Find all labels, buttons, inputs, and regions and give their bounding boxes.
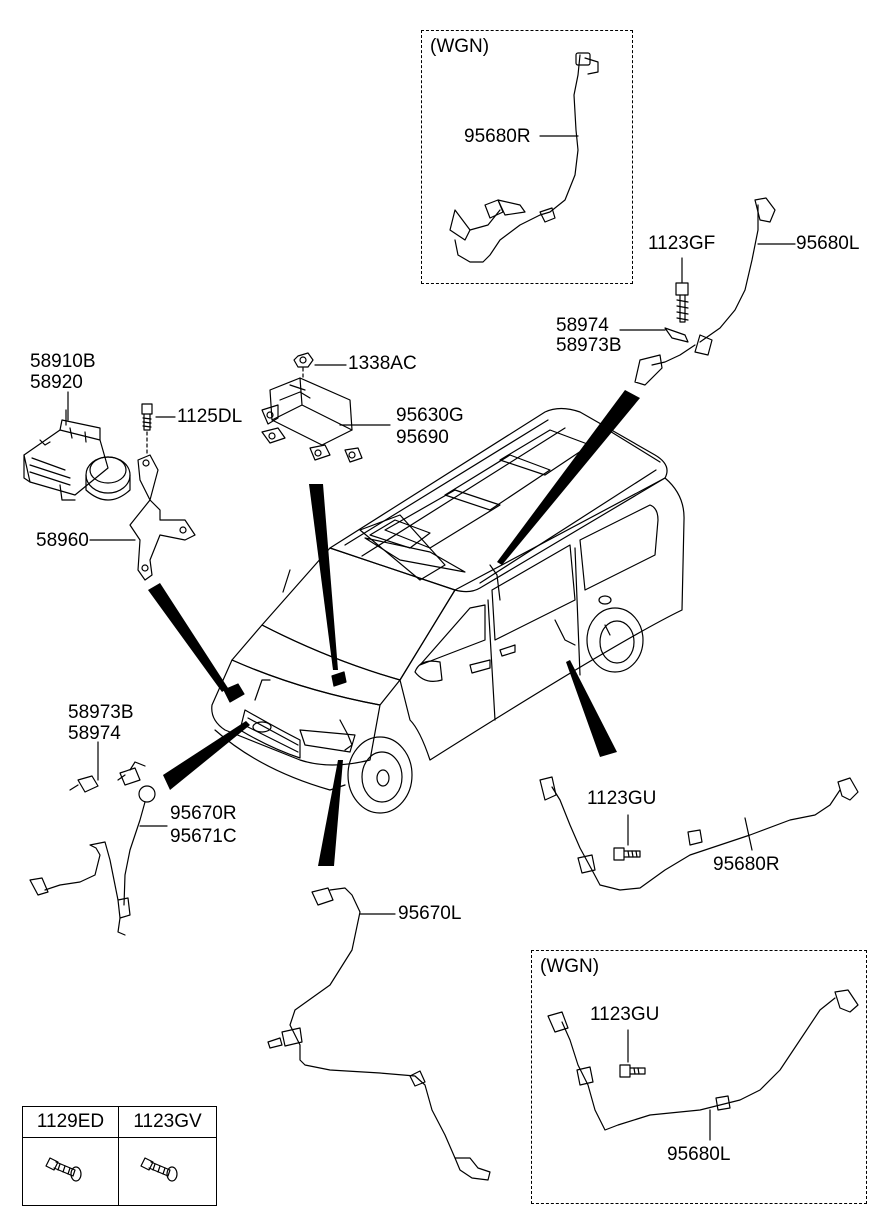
wgn-box-bottom: (WGN)	[531, 950, 867, 1204]
part-label-58974-upper: 58974	[556, 315, 609, 336]
leader-lines	[67, 135, 796, 1141]
sensor-95680R-rear	[539, 776, 859, 891]
sensor-95670R	[29, 761, 156, 936]
van-illustration	[211, 407, 685, 814]
fastener-header-2: 1123GV	[119, 1107, 216, 1138]
part-label-95680L-bottom: 95680L	[667, 1144, 731, 1165]
part-label-1125DL: 1125DL	[177, 406, 243, 427]
fastener-cell-1: 1129ED	[23, 1107, 119, 1205]
part-label-1338AC: 1338AC	[348, 353, 417, 374]
part-label-95670R: 95670R	[170, 803, 237, 824]
wgn-box-top: (WGN)	[421, 30, 633, 284]
fastener-bolts	[45, 1157, 178, 1182]
part-label-58960: 58960	[36, 530, 89, 551]
part-label-95671C: 95671C	[170, 826, 237, 847]
wgn-label-top: (WGN)	[430, 36, 490, 57]
part-label-58973B-lower: 58973B	[68, 702, 134, 723]
sensor-95680L-top	[634, 197, 776, 386]
wgn-label-bottom: (WGN)	[540, 956, 600, 977]
bracket-58960	[129, 403, 196, 581]
ecu-module-95630G	[261, 352, 363, 463]
part-label-95630G: 95630G	[396, 405, 464, 426]
bolt-icon	[119, 1137, 216, 1205]
fastener-cell-2: 1123GV	[119, 1107, 216, 1205]
fastener-table: 1129ED 1123GV	[22, 1106, 217, 1206]
abs-hydraulic-unit	[23, 409, 131, 501]
sensor-95680R-wgn-top	[449, 52, 599, 263]
part-label-58910B: 58910B	[30, 351, 96, 372]
part-label-58920: 58920	[30, 372, 83, 393]
part-label-1123GU-mid: 1123GU	[587, 788, 657, 809]
part-label-1123GU-bottom: 1123GU	[590, 1004, 660, 1025]
sensor-95670L	[267, 887, 491, 1181]
part-label-95670L: 95670L	[398, 903, 462, 924]
part-label-58974-lower: 58974	[68, 723, 121, 744]
bolt-icon	[23, 1137, 118, 1205]
part-label-95680L-top: 95680L	[796, 233, 860, 254]
part-label-95680R-top: 95680R	[464, 126, 531, 147]
fastener-header-1: 1129ED	[23, 1107, 118, 1138]
part-label-1123GF: 1123GF	[648, 233, 716, 254]
part-label-95690: 95690	[396, 427, 449, 448]
part-label-95680R-mid: 95680R	[713, 854, 780, 875]
pointer-wedges	[148, 390, 640, 866]
sensor-95680L-wgn-bottom	[547, 989, 859, 1131]
part-label-58973B-upper: 58973B	[556, 335, 622, 356]
